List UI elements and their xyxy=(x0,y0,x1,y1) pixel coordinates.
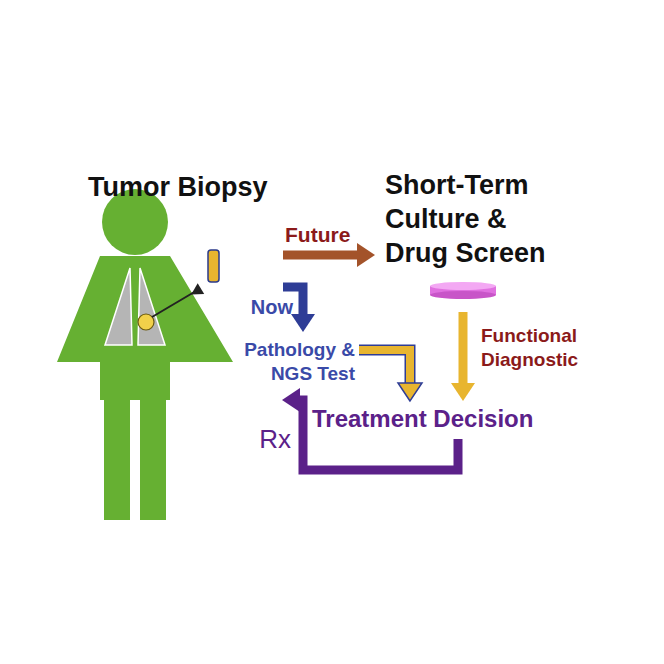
biopsy-core xyxy=(208,250,219,282)
biopsy-leader-head xyxy=(191,283,207,300)
arrow-head xyxy=(291,314,315,332)
arrow-head xyxy=(357,243,375,267)
biopsy-leader xyxy=(152,291,196,317)
tumor xyxy=(138,314,154,330)
left-leg xyxy=(104,396,130,520)
arrow-head xyxy=(282,388,300,412)
edge-label: Future xyxy=(285,223,350,247)
arrow-head xyxy=(451,383,475,401)
flow-arrow xyxy=(451,312,475,401)
decision-node: Treatment Decision xyxy=(312,405,535,435)
node-label: Tumor Biopsy xyxy=(55,168,280,203)
culture-dish xyxy=(430,282,496,299)
right-leg xyxy=(140,396,166,520)
flow-arrow xyxy=(359,350,422,401)
arrow-shaft xyxy=(459,312,468,385)
torso-arms xyxy=(57,256,233,400)
pathology-node: Pathology & NGS Test xyxy=(215,338,355,388)
arrow-head xyxy=(398,383,422,401)
culture-node: Short-Term Culture & Drug Screen xyxy=(385,168,600,308)
flow-arrow xyxy=(283,243,375,267)
left-lung xyxy=(105,268,132,345)
dish-bottom xyxy=(430,291,496,299)
arrow-outline xyxy=(359,350,410,385)
dish-top xyxy=(430,282,496,290)
node-label: Pathology & NGS Test xyxy=(215,338,355,386)
edge-label: Rx xyxy=(259,424,291,455)
node-label: Treatment Decision xyxy=(312,405,535,433)
right-lung xyxy=(138,268,165,345)
node-label: Short-Term Culture & Drug Screen xyxy=(385,168,575,270)
arrow-shaft xyxy=(283,251,359,260)
edge-label: Now xyxy=(251,296,293,319)
edge-label: Functional Diagnostic xyxy=(481,324,599,372)
arrow-shaft xyxy=(359,350,410,385)
patient-figure xyxy=(57,189,233,520)
